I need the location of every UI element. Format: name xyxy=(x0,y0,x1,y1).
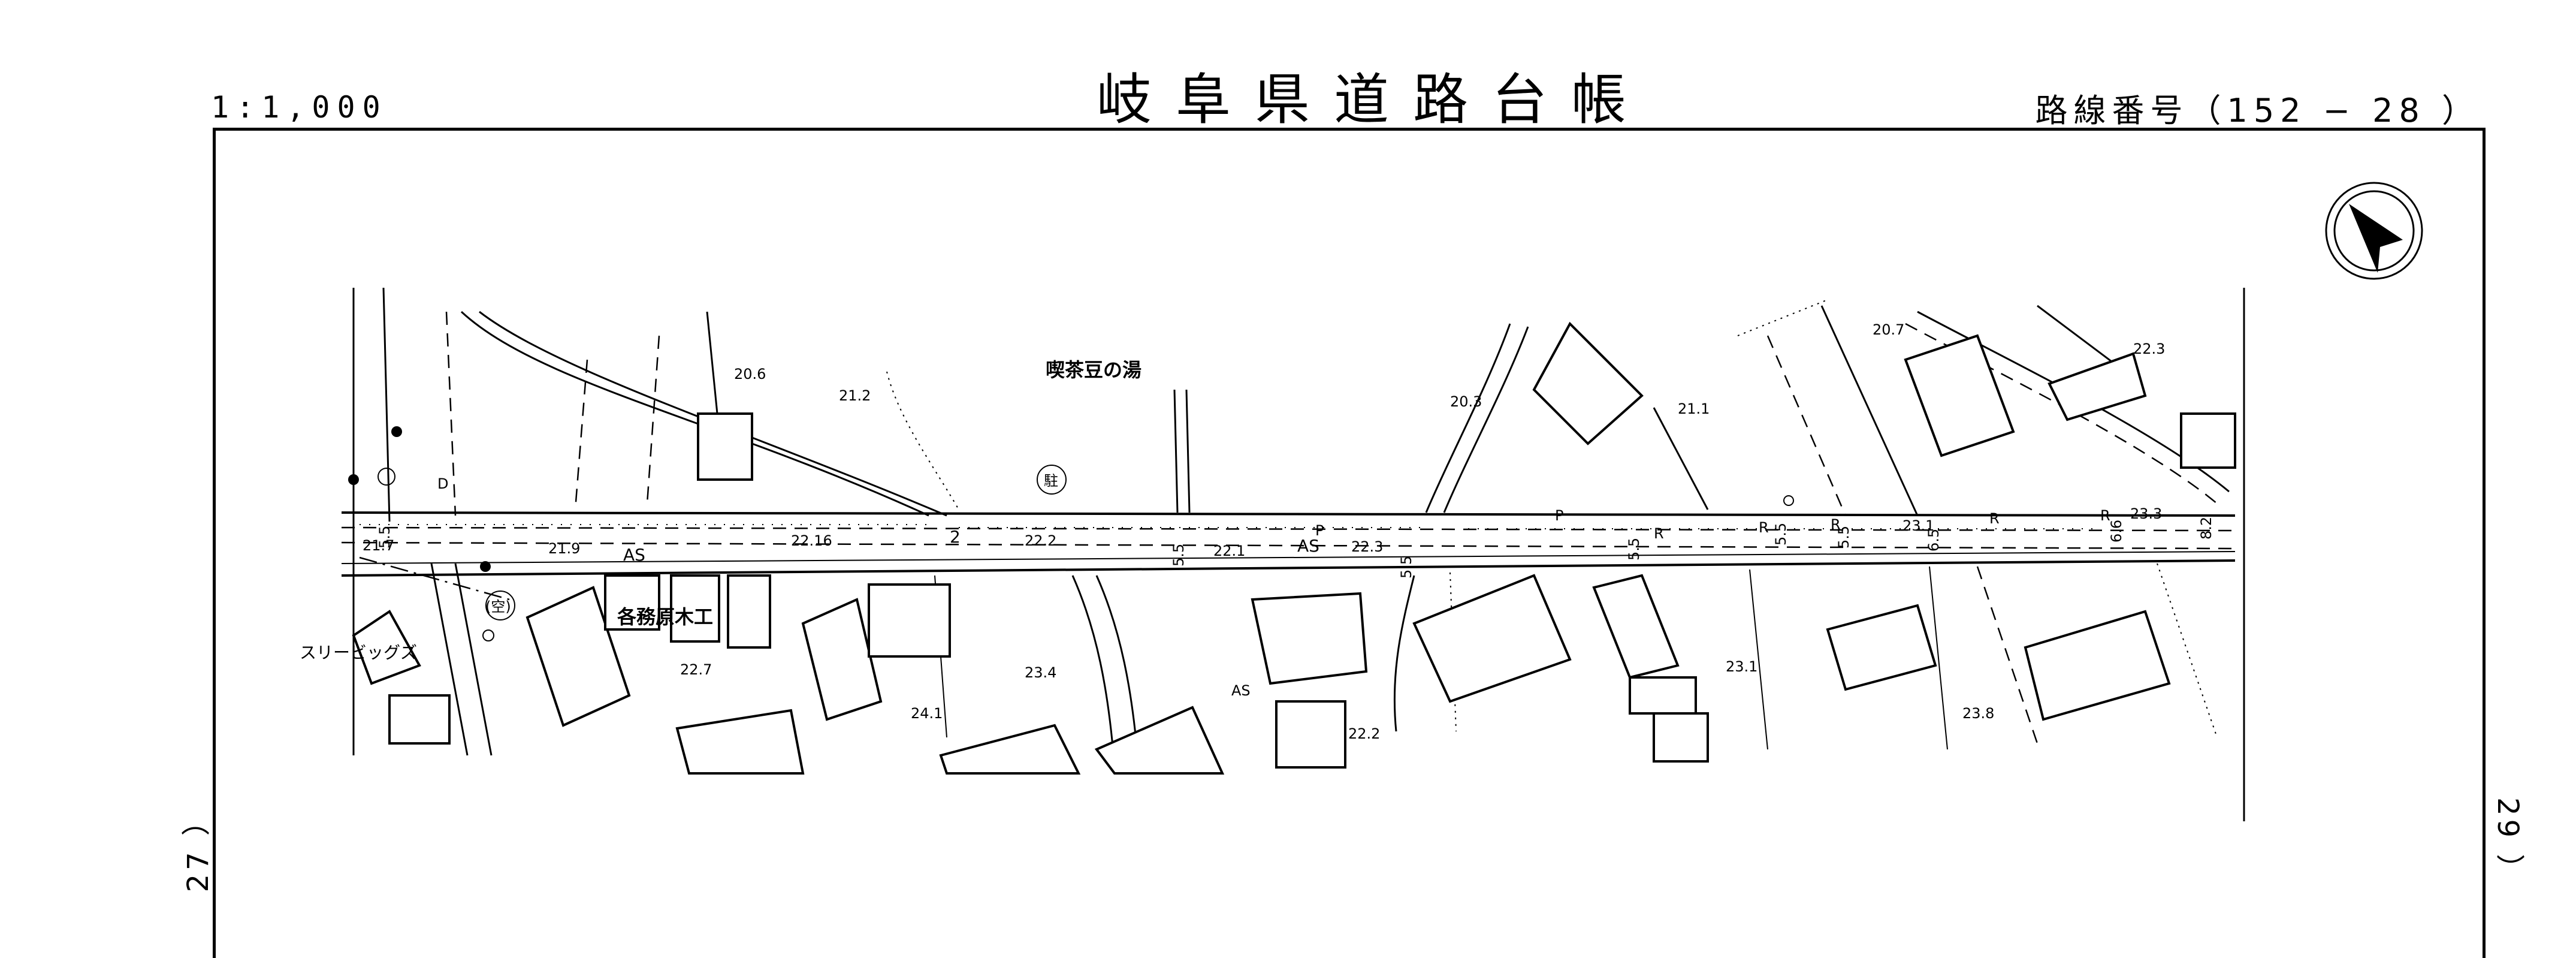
road-width: 5.5 xyxy=(1835,526,1852,549)
elevation: 24.1 xyxy=(911,705,943,722)
elevation: 21.7 xyxy=(363,537,394,554)
mark-d: D xyxy=(437,475,448,492)
road-width: 5.5 xyxy=(1626,538,1642,561)
north-arrow-icon xyxy=(2325,182,2423,280)
elevation: 22.3 xyxy=(2133,341,2165,357)
map-frame xyxy=(213,128,2486,958)
place-name-cafe: 喫茶豆の湯 xyxy=(1046,359,1141,381)
mark-p: P xyxy=(1555,507,1563,524)
elevation: 22.1 xyxy=(1213,543,1245,559)
elevation: 23.1 xyxy=(1726,658,1757,675)
buildings xyxy=(352,321,2236,775)
elevation: 23.3 xyxy=(2130,505,2162,522)
road-width: 5.5 xyxy=(376,526,393,549)
road-width: 5.5 xyxy=(1398,556,1415,579)
adjacent-sheet-right: 29 ） xyxy=(2491,797,2524,887)
mark-r: R xyxy=(1831,516,1841,533)
surface-as-3: AS xyxy=(1231,682,1251,699)
mark-r: R xyxy=(1654,525,1664,542)
elevation: 22.16 xyxy=(791,532,832,549)
road-width: 5.5 xyxy=(1772,523,1789,546)
mark-2: 2 xyxy=(950,527,961,547)
elevation: 23.8 xyxy=(1962,705,1994,722)
elevation: 20.6 xyxy=(734,366,766,382)
surface-as-1: AS xyxy=(623,545,645,565)
elevation: 23.1 xyxy=(1902,517,1934,534)
elevation: 21.1 xyxy=(1678,400,1710,417)
page-title: 岐阜県道路台帳 xyxy=(1097,68,1651,132)
elevation: 20.7 xyxy=(1873,321,1904,338)
road-width: 6.5 xyxy=(1925,529,1942,552)
elevation: 22.3 xyxy=(1351,538,1383,555)
route-number: 路線番号（152 − 28 ） xyxy=(2035,92,2480,129)
main-road xyxy=(341,511,2236,577)
lower-parcels xyxy=(359,556,2218,768)
symbol-vacant: (空) xyxy=(485,598,511,615)
road-width: 6.6 xyxy=(2108,520,2125,543)
elevation: 22.2 xyxy=(1348,725,1380,742)
symbol-parking: 駐 xyxy=(1044,472,1058,489)
mark-p: P xyxy=(1315,522,1324,539)
mark-r: R xyxy=(1759,519,1769,536)
mark-r: R xyxy=(2100,507,2110,524)
elevation: 21.9 xyxy=(548,540,580,557)
road-width: 8.2 xyxy=(2198,517,2215,540)
elevation: 20.3 xyxy=(1450,393,1482,410)
road-width: 5.5 xyxy=(1170,544,1187,567)
elevation: 22.2 xyxy=(1025,532,1056,549)
place-name-three-bigs: スリービッグズ xyxy=(300,643,417,662)
surface-as-2: AS xyxy=(1297,536,1319,556)
mark-r: R xyxy=(1989,510,2000,527)
place-name-mokko: 各務原木工 xyxy=(617,605,713,628)
elevation: 21.2 xyxy=(839,387,871,404)
elevation: 22.7 xyxy=(680,661,712,678)
elevation: 23.4 xyxy=(1025,664,1056,681)
map-symbols xyxy=(348,426,1794,641)
map-scale: 1:1,000 xyxy=(211,90,388,125)
